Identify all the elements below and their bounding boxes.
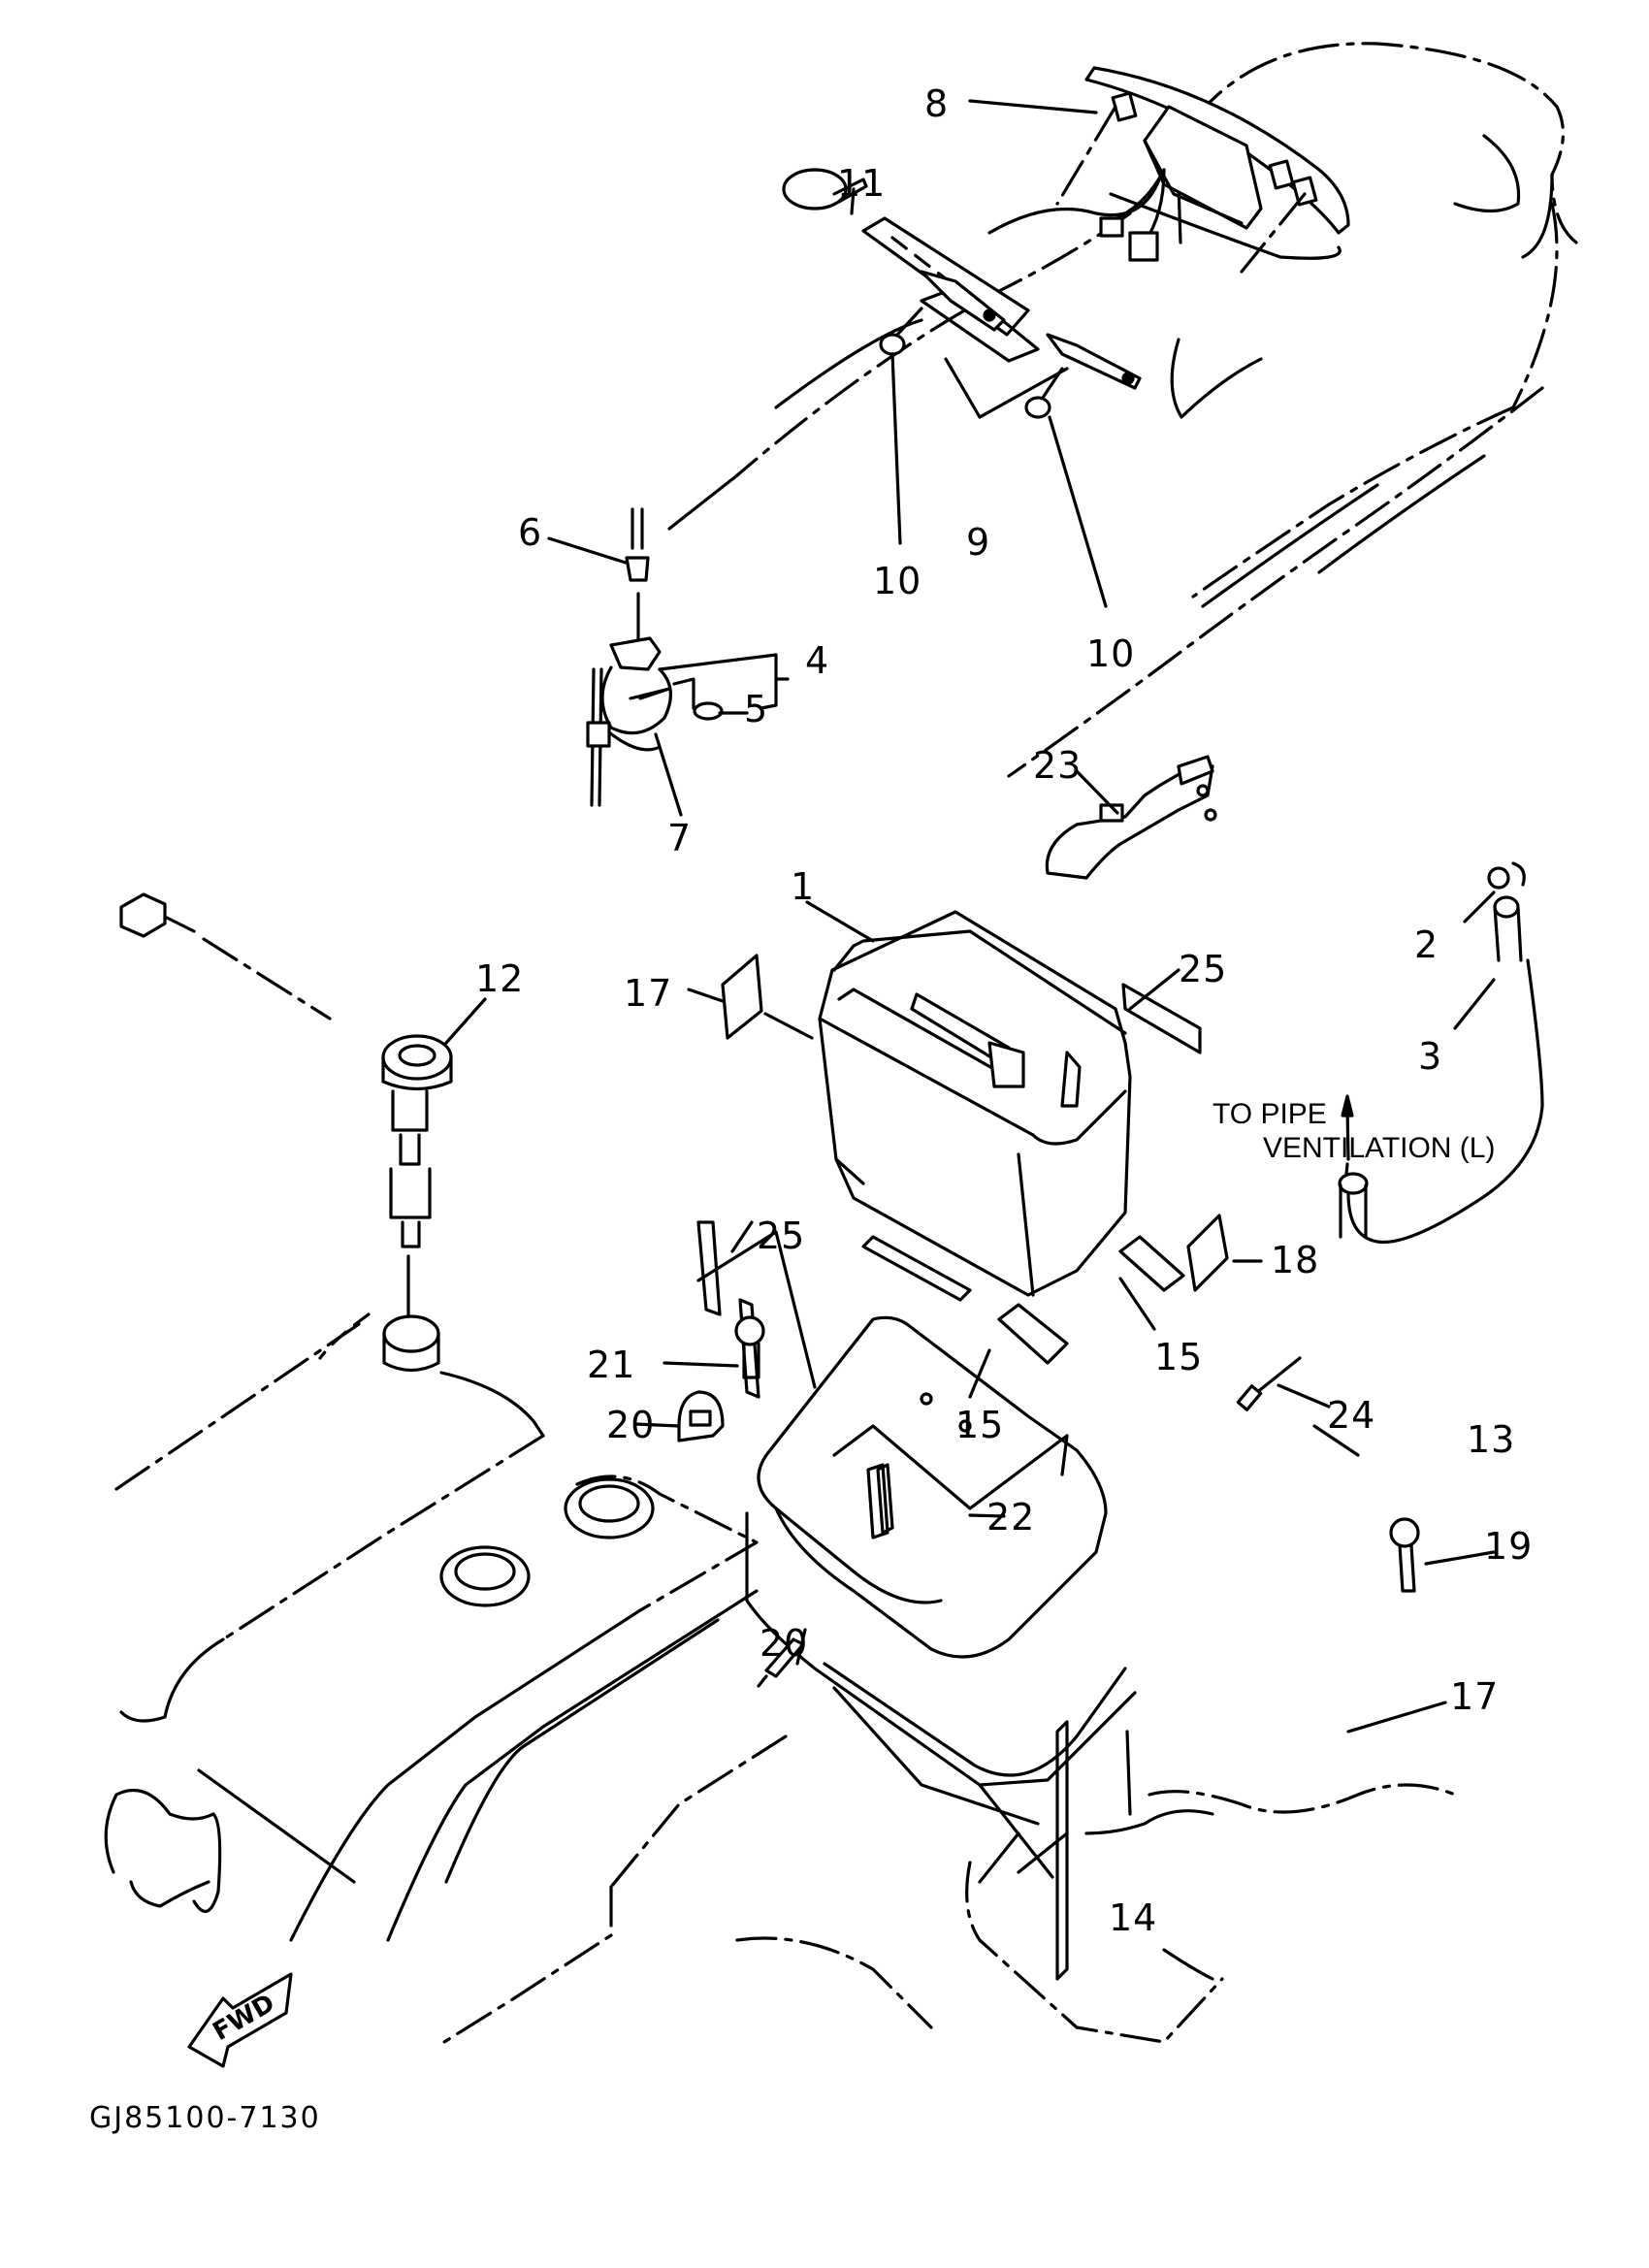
callout-21: 22 (986, 1496, 1036, 1539)
callout-17b: 18 (1271, 1239, 1320, 1281)
part-4-clamp (586, 636, 672, 807)
part-25-pad-top (1121, 983, 1202, 1054)
part-9-brackets (920, 270, 1142, 390)
note-ventilation: VENTILATION (L) (1263, 1132, 1496, 1164)
reference-code: GJ85100-7130 (89, 2101, 321, 2135)
part-3-hose (1338, 895, 1544, 1245)
callout-25b: 25 (757, 1215, 806, 1257)
callout-20: 21 (587, 1344, 636, 1386)
callout-19: 20 (606, 1404, 656, 1446)
callout-1: 1 (791, 865, 816, 908)
part-16-band (978, 1720, 1069, 1981)
callout-2: 2 (1414, 923, 1439, 966)
callout-14: 14 (1109, 1896, 1158, 1939)
part-5-washer (693, 701, 724, 721)
callout-18: 19 (1484, 1525, 1534, 1568)
note-to-pipe: TO PIPE (1212, 1098, 1327, 1130)
callout-9: 9 (966, 521, 991, 564)
part-20-screw (734, 1315, 765, 1379)
part-17-label-left (721, 954, 814, 1040)
part-24-rivet (1236, 1356, 1302, 1411)
callout-12: 12 (475, 957, 525, 1000)
callout-6: 6 (518, 511, 543, 554)
callout-23: 23 (1033, 744, 1083, 787)
callout-7: 7 (667, 817, 693, 859)
part-17-label-right (1186, 1214, 1229, 1292)
callout-15a: 15 (1154, 1336, 1204, 1378)
callout-25a: 25 (1179, 948, 1228, 990)
part-12-grommet (119, 892, 453, 1373)
callout-16: 17 (1450, 1675, 1500, 1718)
part-8-cover (1055, 66, 1350, 274)
callout-5: 5 (744, 688, 769, 730)
callout-10b: 10 (1086, 632, 1136, 675)
part-6-rivet (625, 507, 650, 642)
callout-4: 4 (805, 639, 830, 682)
callout-17a: 17 (624, 972, 673, 1015)
arrow-to-pipe-ventilation (1341, 1094, 1354, 1176)
leader-lines (444, 99, 1496, 1816)
callout-11: 11 (837, 162, 887, 205)
part-13-battery-box (757, 1315, 1108, 1659)
callout-8: 8 (924, 82, 950, 125)
callout-3: 3 (1418, 1035, 1443, 1078)
callout-24: 24 (1327, 1394, 1376, 1437)
part-18-bolt (1389, 1517, 1420, 1593)
callout-15b: 15 (955, 1404, 1005, 1446)
part-15-pads (861, 1235, 1185, 1365)
part-10-screws (879, 307, 1064, 419)
callout-22: 20 (760, 1622, 809, 1665)
part-1-battery (818, 910, 1132, 1297)
lower-hull-outline (104, 1312, 1457, 2049)
fwd-direction-arrow: FWD (187, 1972, 293, 2068)
callout-10a: 10 (873, 560, 922, 602)
part-2-fitting (1487, 861, 1526, 890)
part-19-holder (677, 1390, 725, 1442)
part-21-plate (866, 1463, 889, 1539)
part-23-holder (1045, 755, 1217, 880)
callout-13: 13 (1467, 1418, 1516, 1461)
